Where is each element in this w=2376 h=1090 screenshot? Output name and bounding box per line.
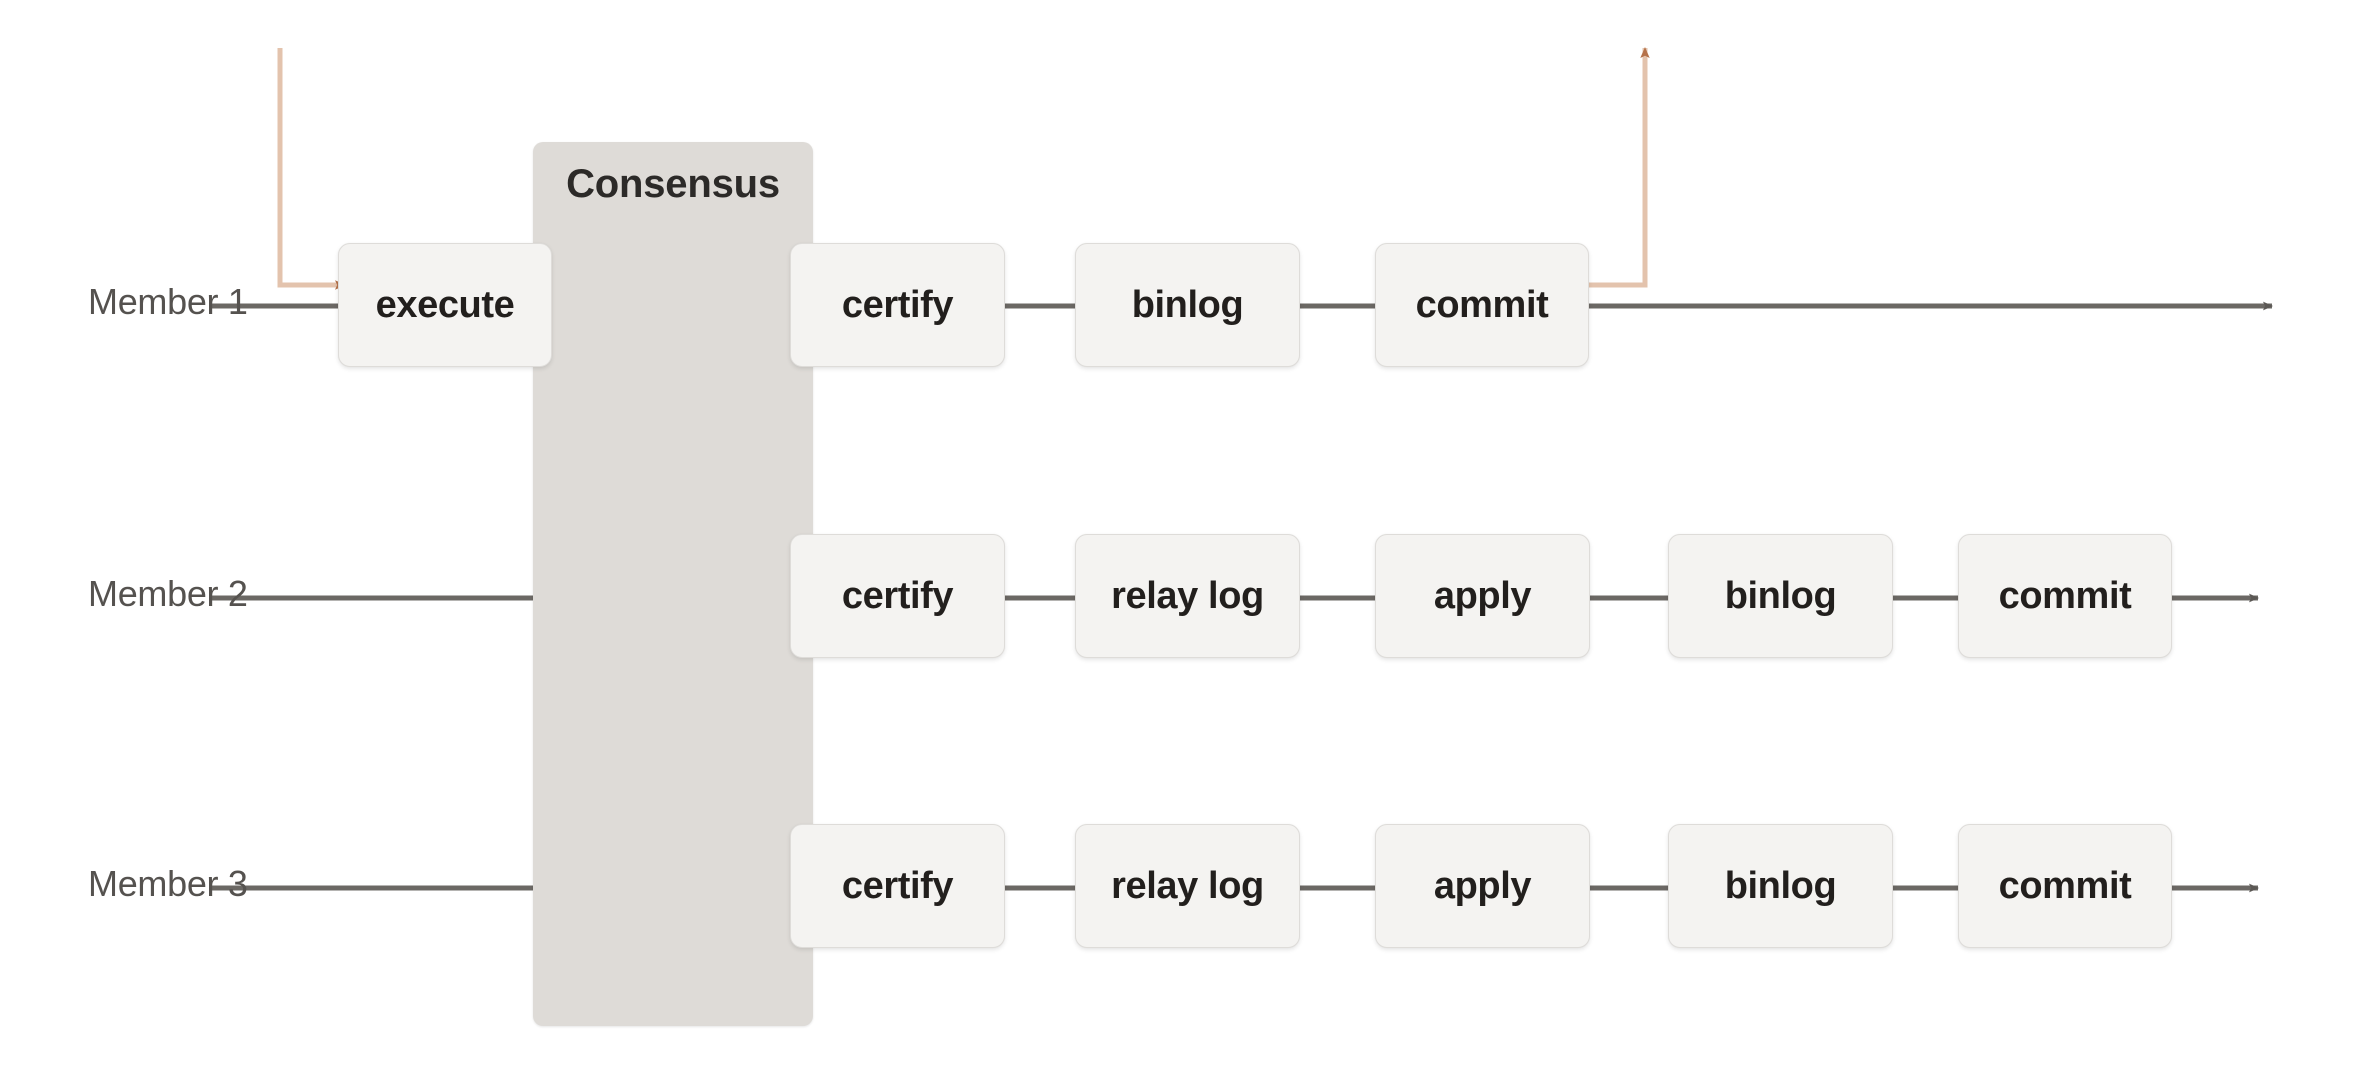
lane-label-member-3: Member 3: [88, 863, 248, 904]
stage-label-member-3-certify: certify: [841, 864, 954, 907]
stage-box-member-1-certify[interactable]: certify: [790, 243, 1005, 367]
stage-box-member-2-commit[interactable]: commit: [1958, 534, 2172, 658]
stage-label-member-3-relay-log: relay log: [1111, 864, 1264, 907]
stage-label-member-2-apply: apply: [1433, 574, 1532, 617]
accent-connector-commit-reply-out: [1588, 47, 1650, 288]
stage-label-member-3-commit: commit: [1998, 864, 2132, 907]
stage-box-member-3-apply[interactable]: apply: [1375, 824, 1590, 948]
accent-connector-client-request-in: [277, 48, 346, 290]
stage-label-member-1-binlog: binlog: [1131, 283, 1244, 326]
stage-label-member-2-relay-log: relay log: [1111, 574, 1264, 617]
stage-box-member-2-relay-log[interactable]: relay log: [1075, 534, 1300, 658]
accent-connectors-group: [277, 47, 1650, 869]
stage-label-member-2-certify: certify: [841, 574, 954, 617]
stage-label-member-1-commit: commit: [1415, 283, 1549, 326]
stage-label-member-1-execute: execute: [375, 283, 515, 326]
stage-box-member-2-binlog[interactable]: binlog: [1668, 534, 1893, 658]
lane-label-member-1: Member 1: [88, 281, 248, 322]
stage-box-member-1-commit[interactable]: commit: [1375, 243, 1589, 367]
stage-box-member-2-certify[interactable]: certify: [790, 534, 1005, 658]
stage-box-member-1-execute[interactable]: execute: [338, 243, 552, 367]
stage-label-member-2-commit: commit: [1998, 574, 2132, 617]
stage-label-member-1-certify: certify: [841, 283, 954, 326]
stage-label-member-3-binlog: binlog: [1724, 864, 1837, 907]
stage-box-member-3-commit[interactable]: commit: [1958, 824, 2172, 948]
stage-label-member-2-binlog: binlog: [1724, 574, 1837, 617]
stage-box-member-2-apply[interactable]: apply: [1375, 534, 1590, 658]
stage-box-member-1-binlog[interactable]: binlog: [1075, 243, 1300, 367]
stage-box-member-3-relay-log[interactable]: relay log: [1075, 824, 1300, 948]
consensus-band: [533, 142, 813, 1026]
lane-label-member-2: Member 2: [88, 573, 248, 614]
stage-box-member-3-certify[interactable]: certify: [790, 824, 1005, 948]
stage-label-member-3-apply: apply: [1433, 864, 1532, 907]
consensus-label: Consensus: [566, 162, 780, 206]
stage-box-member-3-binlog[interactable]: binlog: [1668, 824, 1893, 948]
